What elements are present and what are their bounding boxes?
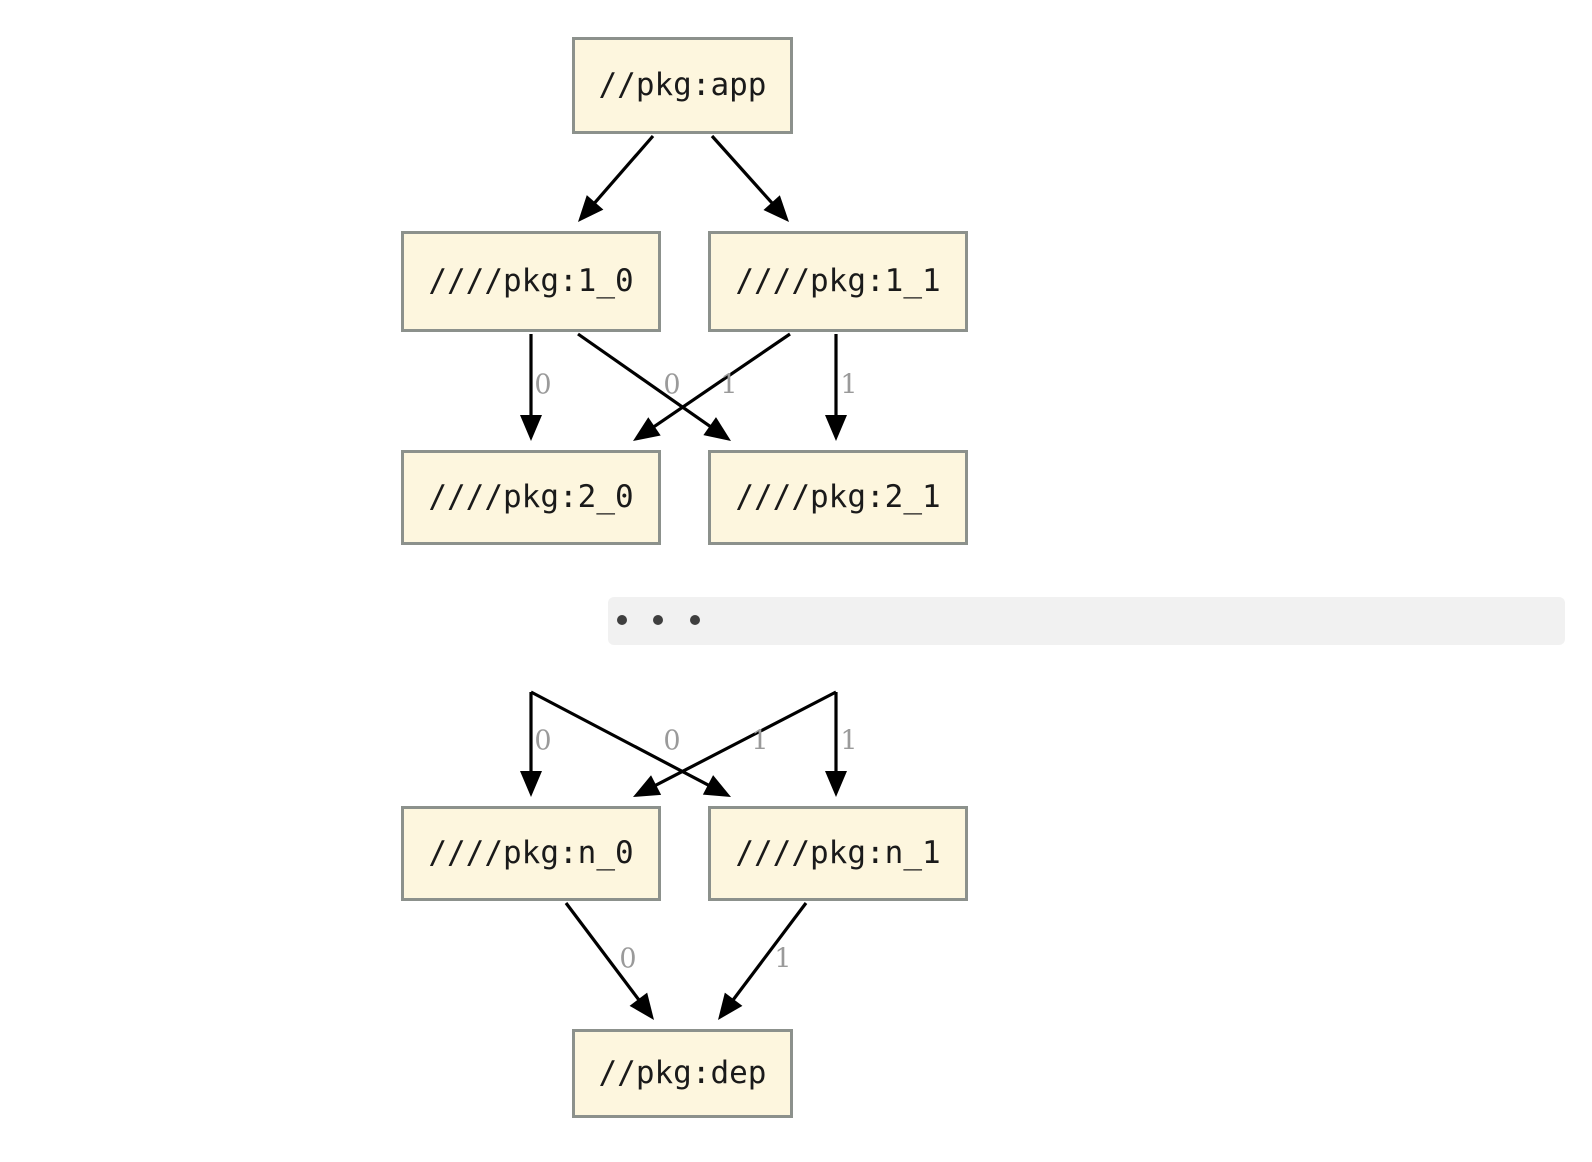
graph-edge xyxy=(578,134,655,222)
node-box-l2_1[interactable] xyxy=(708,450,968,545)
node-label-dep: //pkg:dep xyxy=(599,1055,767,1091)
graph-edge xyxy=(633,332,791,441)
edge-arrowhead xyxy=(633,775,662,797)
edge-label: 1 xyxy=(840,726,857,757)
edge-line xyxy=(564,902,642,1003)
edge-label: 1 xyxy=(840,370,857,401)
edge-labels-layer: 0 0 1 1 0 0 1 1 0 1 xyxy=(534,370,857,975)
nodes-layer: //pkg:app ////pkg:1_0 ////pkg:1_1 ////pkg:2… xyxy=(401,37,968,1118)
edge-label: 1 xyxy=(720,370,737,401)
edge-label: 0 xyxy=(534,370,551,401)
node-label-l2_1: ////pkg:2_1 xyxy=(735,479,940,515)
edge-label: 0 xyxy=(663,726,680,757)
ellipsis-dot-1 xyxy=(653,615,663,625)
graph-node-l1_1[interactable]: ////pkg:1_1 xyxy=(708,231,968,332)
graph-edge xyxy=(710,134,789,222)
node-label-ln_0: ////pkg:n_0 xyxy=(428,835,633,871)
graph-node-ln_0[interactable]: ////pkg:n_0 xyxy=(401,806,661,901)
edge-line xyxy=(710,134,775,206)
node-box-ln_0[interactable] xyxy=(401,806,661,901)
edge-arrowhead xyxy=(703,417,731,441)
graph-node-l1_0[interactable]: ////pkg:1_0 xyxy=(401,231,661,332)
node-label-l2_0: ////pkg:2_0 xyxy=(428,479,633,515)
edge-line xyxy=(591,134,655,206)
graph-node-app[interactable]: //pkg:app xyxy=(572,37,793,134)
edge-arrowhead xyxy=(702,775,731,797)
edge-label: 0 xyxy=(619,944,636,975)
edge-arrowhead xyxy=(629,992,654,1020)
graph-node-dep[interactable]: //pkg:dep xyxy=(572,1029,793,1118)
node-box-l2_0[interactable] xyxy=(401,450,661,545)
graph-edge xyxy=(577,332,731,441)
graph-edge xyxy=(825,334,847,441)
node-label-app: //pkg:app xyxy=(599,67,767,103)
graph-node-l2_1[interactable]: ////pkg:2_1 xyxy=(708,450,968,545)
edge-label: 1 xyxy=(774,944,791,975)
graph-edge xyxy=(633,690,837,797)
ellipsis-layer xyxy=(608,597,1565,645)
edge-line xyxy=(577,332,714,430)
node-label-l1_0: ////pkg:1_0 xyxy=(428,263,633,299)
node-label-ln_1: ////pkg:n_1 xyxy=(735,835,940,871)
edge-arrowhead xyxy=(718,992,743,1020)
edge-label: 0 xyxy=(534,726,551,757)
node-box-l1_1[interactable] xyxy=(708,231,968,332)
graph-edge xyxy=(530,690,731,797)
ellipsis-dot-2 xyxy=(690,615,700,625)
node-box-l1_0[interactable] xyxy=(401,231,661,332)
edge-line xyxy=(652,690,837,788)
graph-node-l2_0[interactable]: ////pkg:2_0 xyxy=(401,450,661,545)
edge-arrowhead xyxy=(633,417,661,441)
edge-label: 0 xyxy=(663,370,680,401)
graph-edge xyxy=(825,692,847,797)
edges-layer xyxy=(520,134,847,1020)
graph-node-ln_1[interactable]: ////pkg:n_1 xyxy=(708,806,968,901)
edge-arrowhead xyxy=(825,415,847,441)
node-label-l1_1: ////pkg:1_1 xyxy=(735,263,940,299)
ellipsis-dot-0 xyxy=(617,615,627,625)
edge-arrowhead xyxy=(763,195,789,222)
graph-edge xyxy=(564,902,654,1020)
node-box-app[interactable] xyxy=(572,37,793,134)
node-box-dep[interactable] xyxy=(572,1029,793,1118)
graph-edge xyxy=(520,692,542,797)
truncation-indicator xyxy=(608,597,1565,645)
edge-line xyxy=(651,332,791,430)
edge-line xyxy=(730,902,808,1003)
edge-arrowhead xyxy=(578,195,604,222)
node-box-ln_1[interactable] xyxy=(708,806,968,901)
edge-arrowhead xyxy=(520,771,542,797)
edge-label: 1 xyxy=(751,726,768,757)
graph-edge xyxy=(520,334,542,441)
graph-edge xyxy=(718,902,808,1020)
edge-arrowhead xyxy=(520,415,542,441)
edge-arrowhead xyxy=(825,771,847,797)
